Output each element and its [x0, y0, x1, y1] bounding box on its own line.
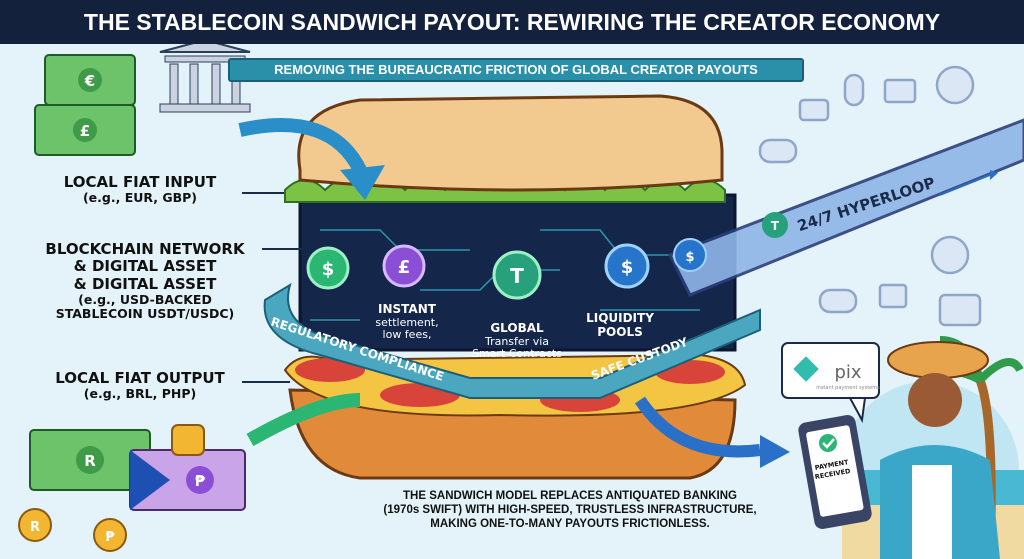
gamepad-icon [758, 138, 798, 164]
coin-dollar-tube: $ [673, 238, 707, 272]
bread-top [297, 94, 724, 192]
label-sub: (e.g., BRL, PHP) [83, 386, 197, 402]
creator-face [908, 373, 962, 427]
feature-text: low fees, [382, 328, 432, 342]
label-heading: BLOCKCHAIN NETWORK [45, 240, 245, 258]
camera-icon [938, 293, 982, 327]
svg-text:T: T [771, 219, 780, 233]
coin-tether: T [492, 250, 542, 300]
connector-line [242, 381, 290, 383]
svg-text:$: $ [685, 250, 694, 265]
page-title: THE STABLECOIN SANDWICH PAYOUT: REWIRING… [0, 0, 1024, 44]
label-heading: LOCAL FIAT OUTPUT [55, 369, 225, 387]
feature-liquidity: LIQUIDITY POOLS [580, 311, 660, 340]
creator-icons [758, 65, 982, 327]
pix-tagline: instant payment systems [816, 385, 880, 391]
label-heading: & DIGITAL ASSET [73, 274, 217, 293]
svg-text:$: $ [322, 259, 335, 280]
subtitle-banner: REMOVING THE BUREAUCRATIC FRICTION OF GL… [228, 58, 804, 82]
coin-usdc: $ [604, 243, 650, 289]
compliance-ribbon [263, 282, 761, 399]
feature-heading: POOLS [597, 324, 643, 339]
label-sub: (e.g., USD-BACKED [78, 291, 212, 307]
tomato-slice [295, 358, 365, 382]
arrow-in-head [340, 165, 385, 200]
summary-line: MAKING ONE-TO-MANY PAYOUTS FRICTIONLESS. [430, 517, 710, 530]
gamepad-icon-2 [818, 288, 858, 314]
svg-text:₱: ₱ [195, 472, 206, 490]
chat-icon [798, 98, 830, 122]
label-heading: LOCAL FIAT INPUT [63, 173, 217, 191]
feature-heading: GLOBAL [490, 321, 544, 335]
feature-text: Smart Contracts [472, 347, 562, 361]
phone-screen [806, 425, 864, 517]
bank-icon [159, 38, 251, 113]
svg-text:R: R [30, 520, 40, 535]
feature-heading: LIQUIDITY [586, 311, 654, 325]
circuit-lines [310, 229, 700, 321]
globe-icon-2 [930, 235, 970, 275]
arrow-in [238, 118, 367, 174]
pix-wordmark: pix [834, 362, 861, 383]
check-icon [819, 434, 837, 452]
hyperloop-tube [667, 118, 1024, 297]
arrow-to-creator [635, 396, 761, 458]
summary-text: THE SANDWICH MODEL REPLACES ANTIQUATED B… [340, 490, 800, 531]
pix-logo [793, 356, 819, 382]
coin-tether-tube: T [762, 212, 788, 238]
arrow-to-creator-head [760, 435, 790, 468]
summary-line: (1970s SWIFT) WITH HIGH-SPEED, TRUSTLESS… [383, 503, 757, 516]
feature-text: Transfer via [484, 334, 550, 348]
label-blockchain-network: BLOCKCHAIN NETWORK & DIGITAL ASSET & DIG… [20, 240, 270, 322]
label-local-fiat-output: LOCAL FIAT OUTPUT (e.g., BRL, PHP) [40, 369, 240, 402]
feature-instant: INSTANT settlement, low fees, [362, 302, 452, 342]
label-sub: (e.g., EUR, GBP) [82, 190, 198, 206]
feature-global: GLOBAL Transfer via Smart Contracts [462, 321, 572, 361]
straw-hat [887, 341, 989, 379]
svg-text:€: € [84, 72, 95, 90]
label-sub: STABLECOIN USDT/USDC) [55, 306, 235, 322]
label-heading: & DIGITAL ASSET [73, 257, 217, 276]
video-camera-icon [883, 78, 917, 104]
coin-pound-purple: £ [382, 244, 426, 288]
svg-text:£: £ [80, 122, 90, 140]
arrow-out [246, 393, 361, 447]
banknotes-euro-pound: €£ [34, 54, 136, 156]
coin-dollar-green: $ [306, 246, 350, 290]
feature-text: settlement, [375, 315, 439, 329]
svg-text:$: $ [621, 257, 634, 278]
camera-tripod-icon [878, 283, 908, 309]
microphone-icon [843, 73, 865, 107]
label-local-fiat-input: LOCAL FIAT INPUT (e.g., EUR, GBP) [40, 173, 240, 206]
svg-text:₱: ₱ [105, 530, 115, 545]
connector-line [242, 192, 284, 194]
feature-heading: INSTANT [378, 302, 436, 316]
svg-text:T: T [510, 264, 524, 288]
coins-stack: R₱ [18, 424, 205, 552]
globe-icon [935, 65, 975, 105]
summary-line: THE SANDWICH MODEL REPLACES ANTIQUATED B… [403, 490, 737, 502]
banknotes-real-peso: R₱ [29, 429, 246, 511]
svg-text:R: R [84, 452, 96, 470]
hyperloop-arrow [939, 174, 991, 196]
undershirt [912, 465, 952, 559]
connector-line [262, 248, 302, 250]
svg-text:£: £ [398, 257, 411, 278]
